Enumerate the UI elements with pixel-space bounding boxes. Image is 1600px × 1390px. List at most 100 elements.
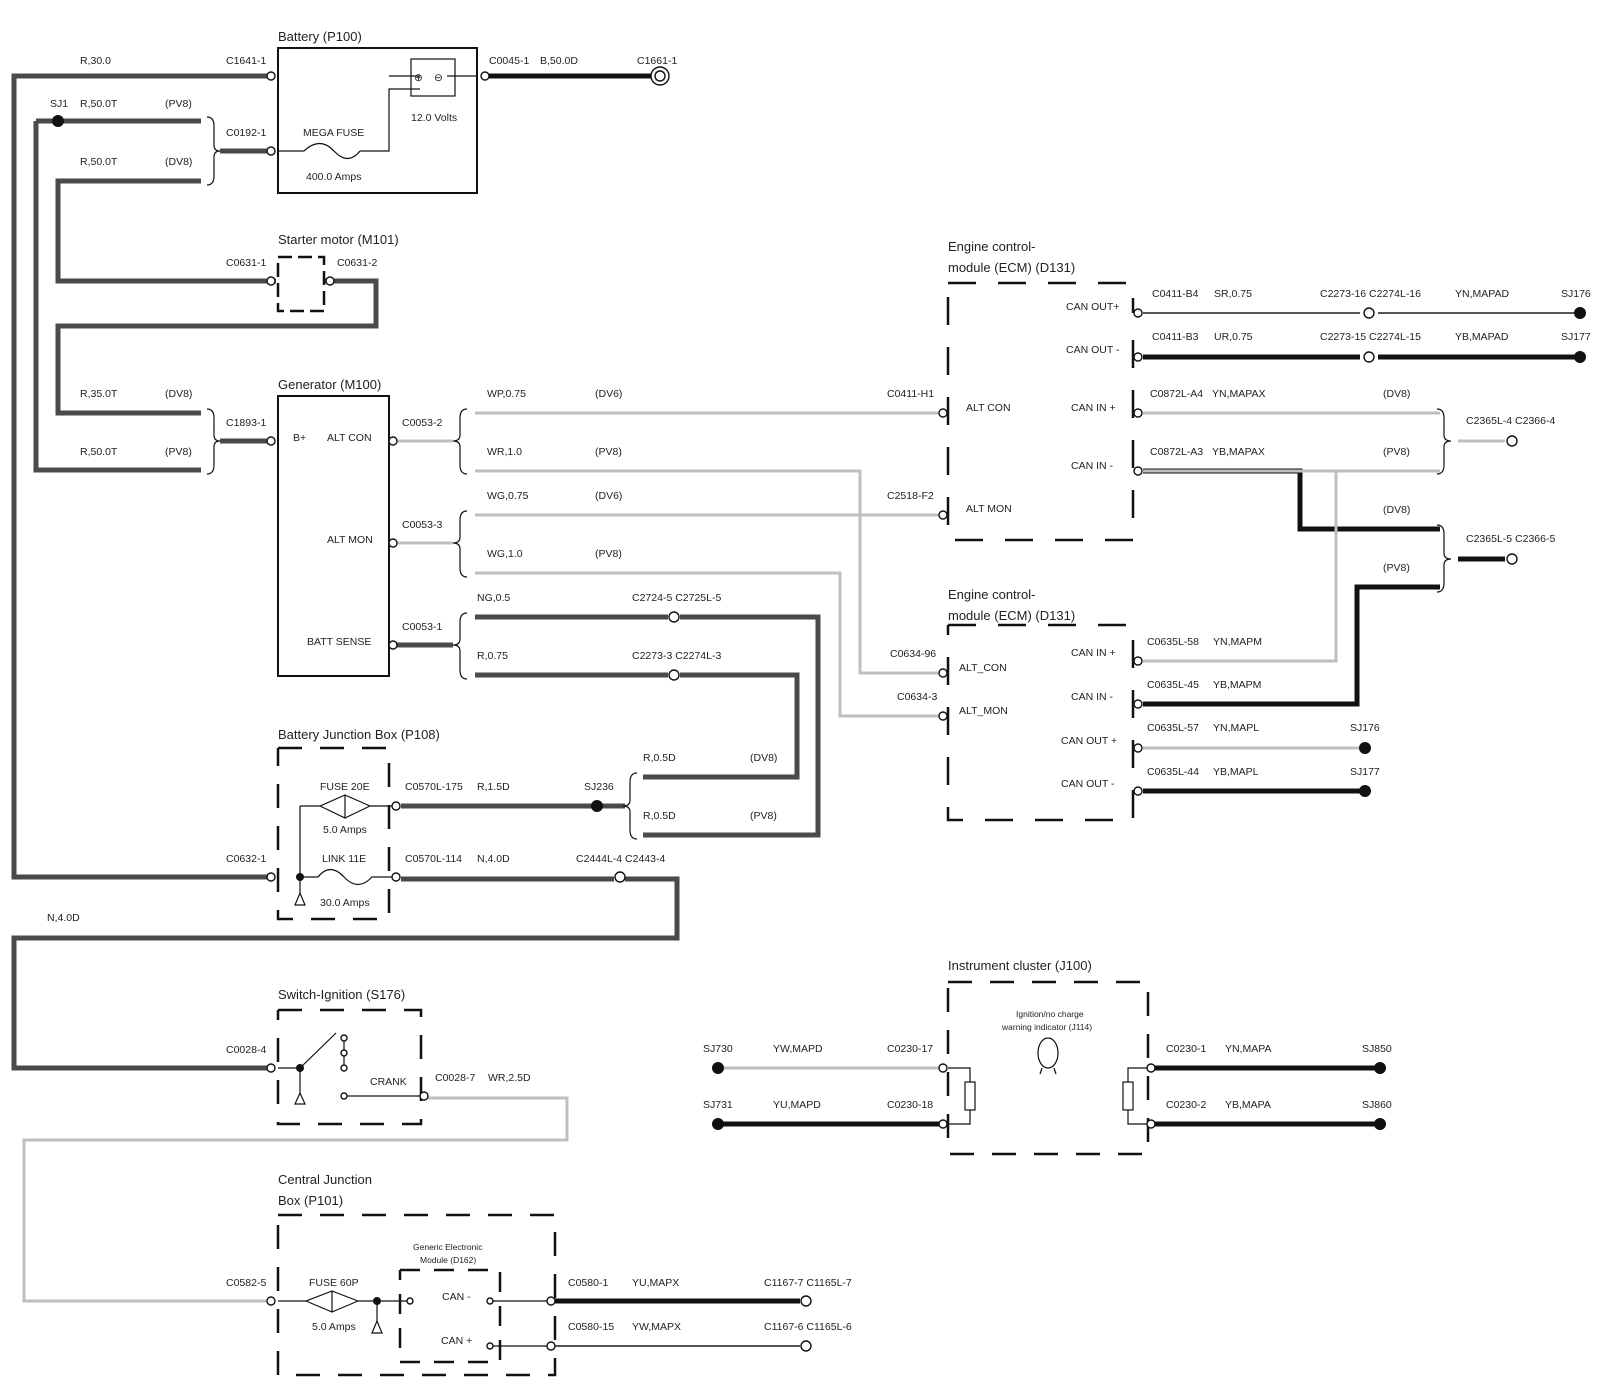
- svg-text:WG,1.0: WG,1.0: [487, 548, 523, 560]
- svg-text:(PV8): (PV8): [750, 810, 777, 822]
- connector-c2365-5: [1506, 553, 1518, 565]
- svg-text:CAN IN -: CAN IN -: [1071, 691, 1114, 703]
- fuse-60p-symbol: [278, 1290, 410, 1321]
- svg-text:C0192-1: C0192-1: [226, 127, 266, 139]
- svg-text:YB,MAPAX: YB,MAPAX: [1212, 446, 1265, 458]
- svg-text:R,50.0T: R,50.0T: [80, 446, 118, 458]
- wires: [11, 73, 1580, 1347]
- svg-text:ALT MON: ALT MON: [327, 534, 373, 546]
- svg-text:SJ731: SJ731: [703, 1099, 733, 1111]
- svg-text:C0570L-175: C0570L-175: [405, 781, 463, 793]
- svg-text:YU,MAPD: YU,MAPD: [773, 1099, 821, 1111]
- svg-text:C0580-1: C0580-1: [568, 1277, 608, 1289]
- svg-text:CRANK: CRANK: [370, 1076, 407, 1088]
- svg-text:YW,MAPX: YW,MAPX: [632, 1321, 681, 1333]
- svg-text:Generic Electronic: Generic Electronic: [413, 1242, 483, 1252]
- wire-sj1-bus: [33, 118, 201, 473]
- svg-text:5.0 Amps: 5.0 Amps: [312, 1321, 356, 1333]
- svg-text:(PV8): (PV8): [1383, 562, 1410, 574]
- wire-mapm-p: [1143, 471, 1338, 663]
- wire-mapm-m: [1143, 584, 1440, 707]
- svg-text:YB,MAPAD: YB,MAPAD: [1455, 331, 1509, 343]
- braces: [206, 116, 1452, 840]
- connector-c1641: [266, 71, 276, 81]
- svg-text:30.0 Amps: 30.0 Amps: [320, 897, 370, 909]
- svg-text:SJ177: SJ177: [1561, 331, 1591, 343]
- svg-text:(DV8): (DV8): [165, 388, 192, 400]
- connector-c1167-7: [800, 1295, 812, 1307]
- svg-text:C0230-2: C0230-2: [1166, 1099, 1206, 1111]
- svg-text:C1661-1: C1661-1: [637, 55, 677, 67]
- svg-text:R,30.0: R,30.0: [80, 55, 111, 67]
- fuse-20e-symbol: [300, 794, 394, 819]
- connectors: [52, 66, 1586, 1352]
- connector-c2273-15: [1363, 351, 1375, 363]
- svg-text:C0411-B3: C0411-B3: [1152, 331, 1199, 343]
- svg-text:C1167-7 C1165L-7: C1167-7 C1165L-7: [764, 1277, 852, 1289]
- svg-text:(DV6): (DV6): [595, 388, 622, 400]
- svg-text:C0053-3: C0053-3: [402, 519, 442, 531]
- svg-text:C0230-18: C0230-18: [887, 1099, 933, 1111]
- generator-title: Generator (M100): [278, 377, 381, 392]
- svg-text:WR,2.5D: WR,2.5D: [488, 1072, 531, 1084]
- svg-text:C0635L-57: C0635L-57: [1147, 722, 1199, 734]
- connector-c2365-4: [1506, 435, 1518, 447]
- svg-text:(PV8): (PV8): [1383, 446, 1410, 458]
- svg-text:C2365L-4 C2366-4: C2365L-4 C2366-4: [1466, 415, 1555, 427]
- svg-text:(DV8): (DV8): [750, 752, 777, 764]
- cjb-box: [276, 1213, 557, 1377]
- svg-text:C0053-1: C0053-1: [402, 621, 442, 633]
- svg-text:UR,0.75: UR,0.75: [1214, 331, 1253, 343]
- svg-text:C0411-H1: C0411-H1: [887, 388, 934, 400]
- svg-text:CAN IN -: CAN IN -: [1071, 460, 1114, 472]
- connector-c0053-1: [388, 640, 398, 650]
- splice-sj730: [712, 1062, 724, 1074]
- svg-text:CAN -: CAN -: [442, 1291, 471, 1303]
- battery-title: Battery (P100): [278, 29, 362, 44]
- svg-text:module (ECM) (D131): module (ECM) (D131): [948, 260, 1075, 275]
- splice-sj850: [1374, 1062, 1386, 1074]
- svg-text:C0635L-45: C0635L-45: [1147, 679, 1199, 691]
- svg-text:LINK 11E: LINK 11E: [322, 853, 366, 865]
- svg-text:YN,MAPAX: YN,MAPAX: [1212, 388, 1265, 400]
- svg-text:(DV8): (DV8): [165, 156, 192, 168]
- splice-sj236: [591, 800, 603, 812]
- svg-text:YB,MAPA: YB,MAPA: [1225, 1099, 1271, 1111]
- svg-text:CAN OUT -: CAN OUT -: [1061, 778, 1115, 790]
- svg-text:C0411-B4: C0411-B4: [1152, 288, 1199, 300]
- connector-c0230-2: [1146, 1119, 1156, 1129]
- connector-c0580-1: [546, 1296, 556, 1306]
- svg-text:(DV8): (DV8): [1383, 504, 1410, 516]
- svg-text:CAN IN +: CAN IN +: [1071, 647, 1116, 659]
- svg-text:YB,MAPM: YB,MAPM: [1213, 679, 1261, 691]
- connector-c0053-3: [388, 538, 398, 548]
- connector-c0634-3: [938, 711, 948, 721]
- warning-lamp-symbol: [1037, 1037, 1059, 1069]
- svg-text:C0028-7: C0028-7: [435, 1072, 475, 1084]
- svg-text:B,50.0D: B,50.0D: [540, 55, 578, 67]
- svg-text:module (ECM) (D131): module (ECM) (D131): [948, 608, 1075, 623]
- connector-c0028-4: [266, 1063, 276, 1073]
- svg-text:BATT SENSE: BATT SENSE: [307, 636, 371, 648]
- connector-c1893: [266, 436, 276, 446]
- splice-sj176-a: [1574, 307, 1586, 319]
- gem-box: [398, 1268, 502, 1364]
- starter-title: Starter motor (M101): [278, 232, 399, 247]
- starter-box: [276, 255, 326, 313]
- svg-text:C0230-1: C0230-1: [1166, 1043, 1206, 1055]
- svg-text:C2518-F2: C2518-F2: [887, 490, 934, 502]
- cjb-title: Central Junction: [278, 1172, 372, 1187]
- svg-text:R,0.5D: R,0.5D: [643, 752, 676, 764]
- svg-text:C0053-2: C0053-2: [402, 417, 442, 429]
- svg-text:R,1.5D: R,1.5D: [477, 781, 510, 793]
- svg-text:C0632-1: C0632-1: [226, 853, 266, 865]
- wire-r30: [11, 73, 271, 880]
- connector-c0028-7: [419, 1091, 429, 1101]
- svg-text:YN,MAPL: YN,MAPL: [1213, 722, 1259, 734]
- svg-text:C0872L-A3: C0872L-A3: [1150, 446, 1203, 458]
- svg-text:C0230-17: C0230-17: [887, 1043, 933, 1055]
- svg-text:CAN IN +: CAN IN +: [1071, 402, 1116, 414]
- svg-text:YN,MAPA: YN,MAPA: [1225, 1043, 1271, 1055]
- svg-text:R,35.0T: R,35.0T: [80, 388, 118, 400]
- svg-text:ALT CON: ALT CON: [966, 402, 1011, 414]
